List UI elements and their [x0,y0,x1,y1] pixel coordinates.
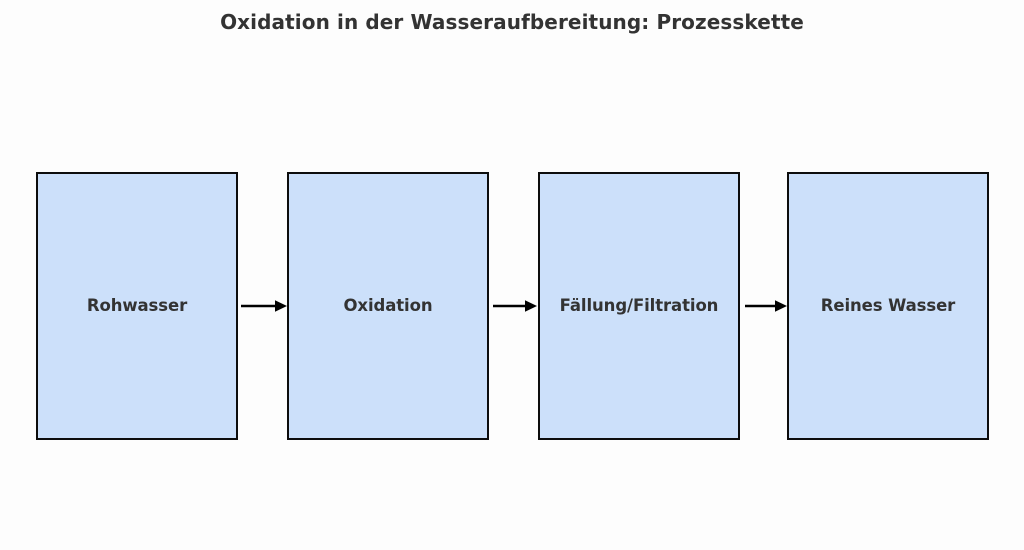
arrow-right-icon [493,300,537,312]
process-box-label: Oxidation [343,295,433,315]
process-box-label: Reines Wasser [820,295,956,315]
process-box-label: Rohwasser [86,295,188,315]
arrow-right-icon [241,300,287,312]
process-box-rohwasser[interactable]: Rohwasser [36,172,238,440]
process-chain: Rohwasser Oxidation Fällung/Filtration [36,172,989,440]
page-title: Oxidation in der Wasseraufbereitung: Pro… [220,10,804,34]
process-box-reines-wasser[interactable]: Reines Wasser [787,172,989,440]
process-box-oxidation[interactable]: Oxidation [287,172,489,440]
arrow-right-icon [745,300,787,312]
process-box-label: Fällung/Filtration [559,295,719,315]
process-box-faellung-filtration[interactable]: Fällung/Filtration [538,172,740,440]
